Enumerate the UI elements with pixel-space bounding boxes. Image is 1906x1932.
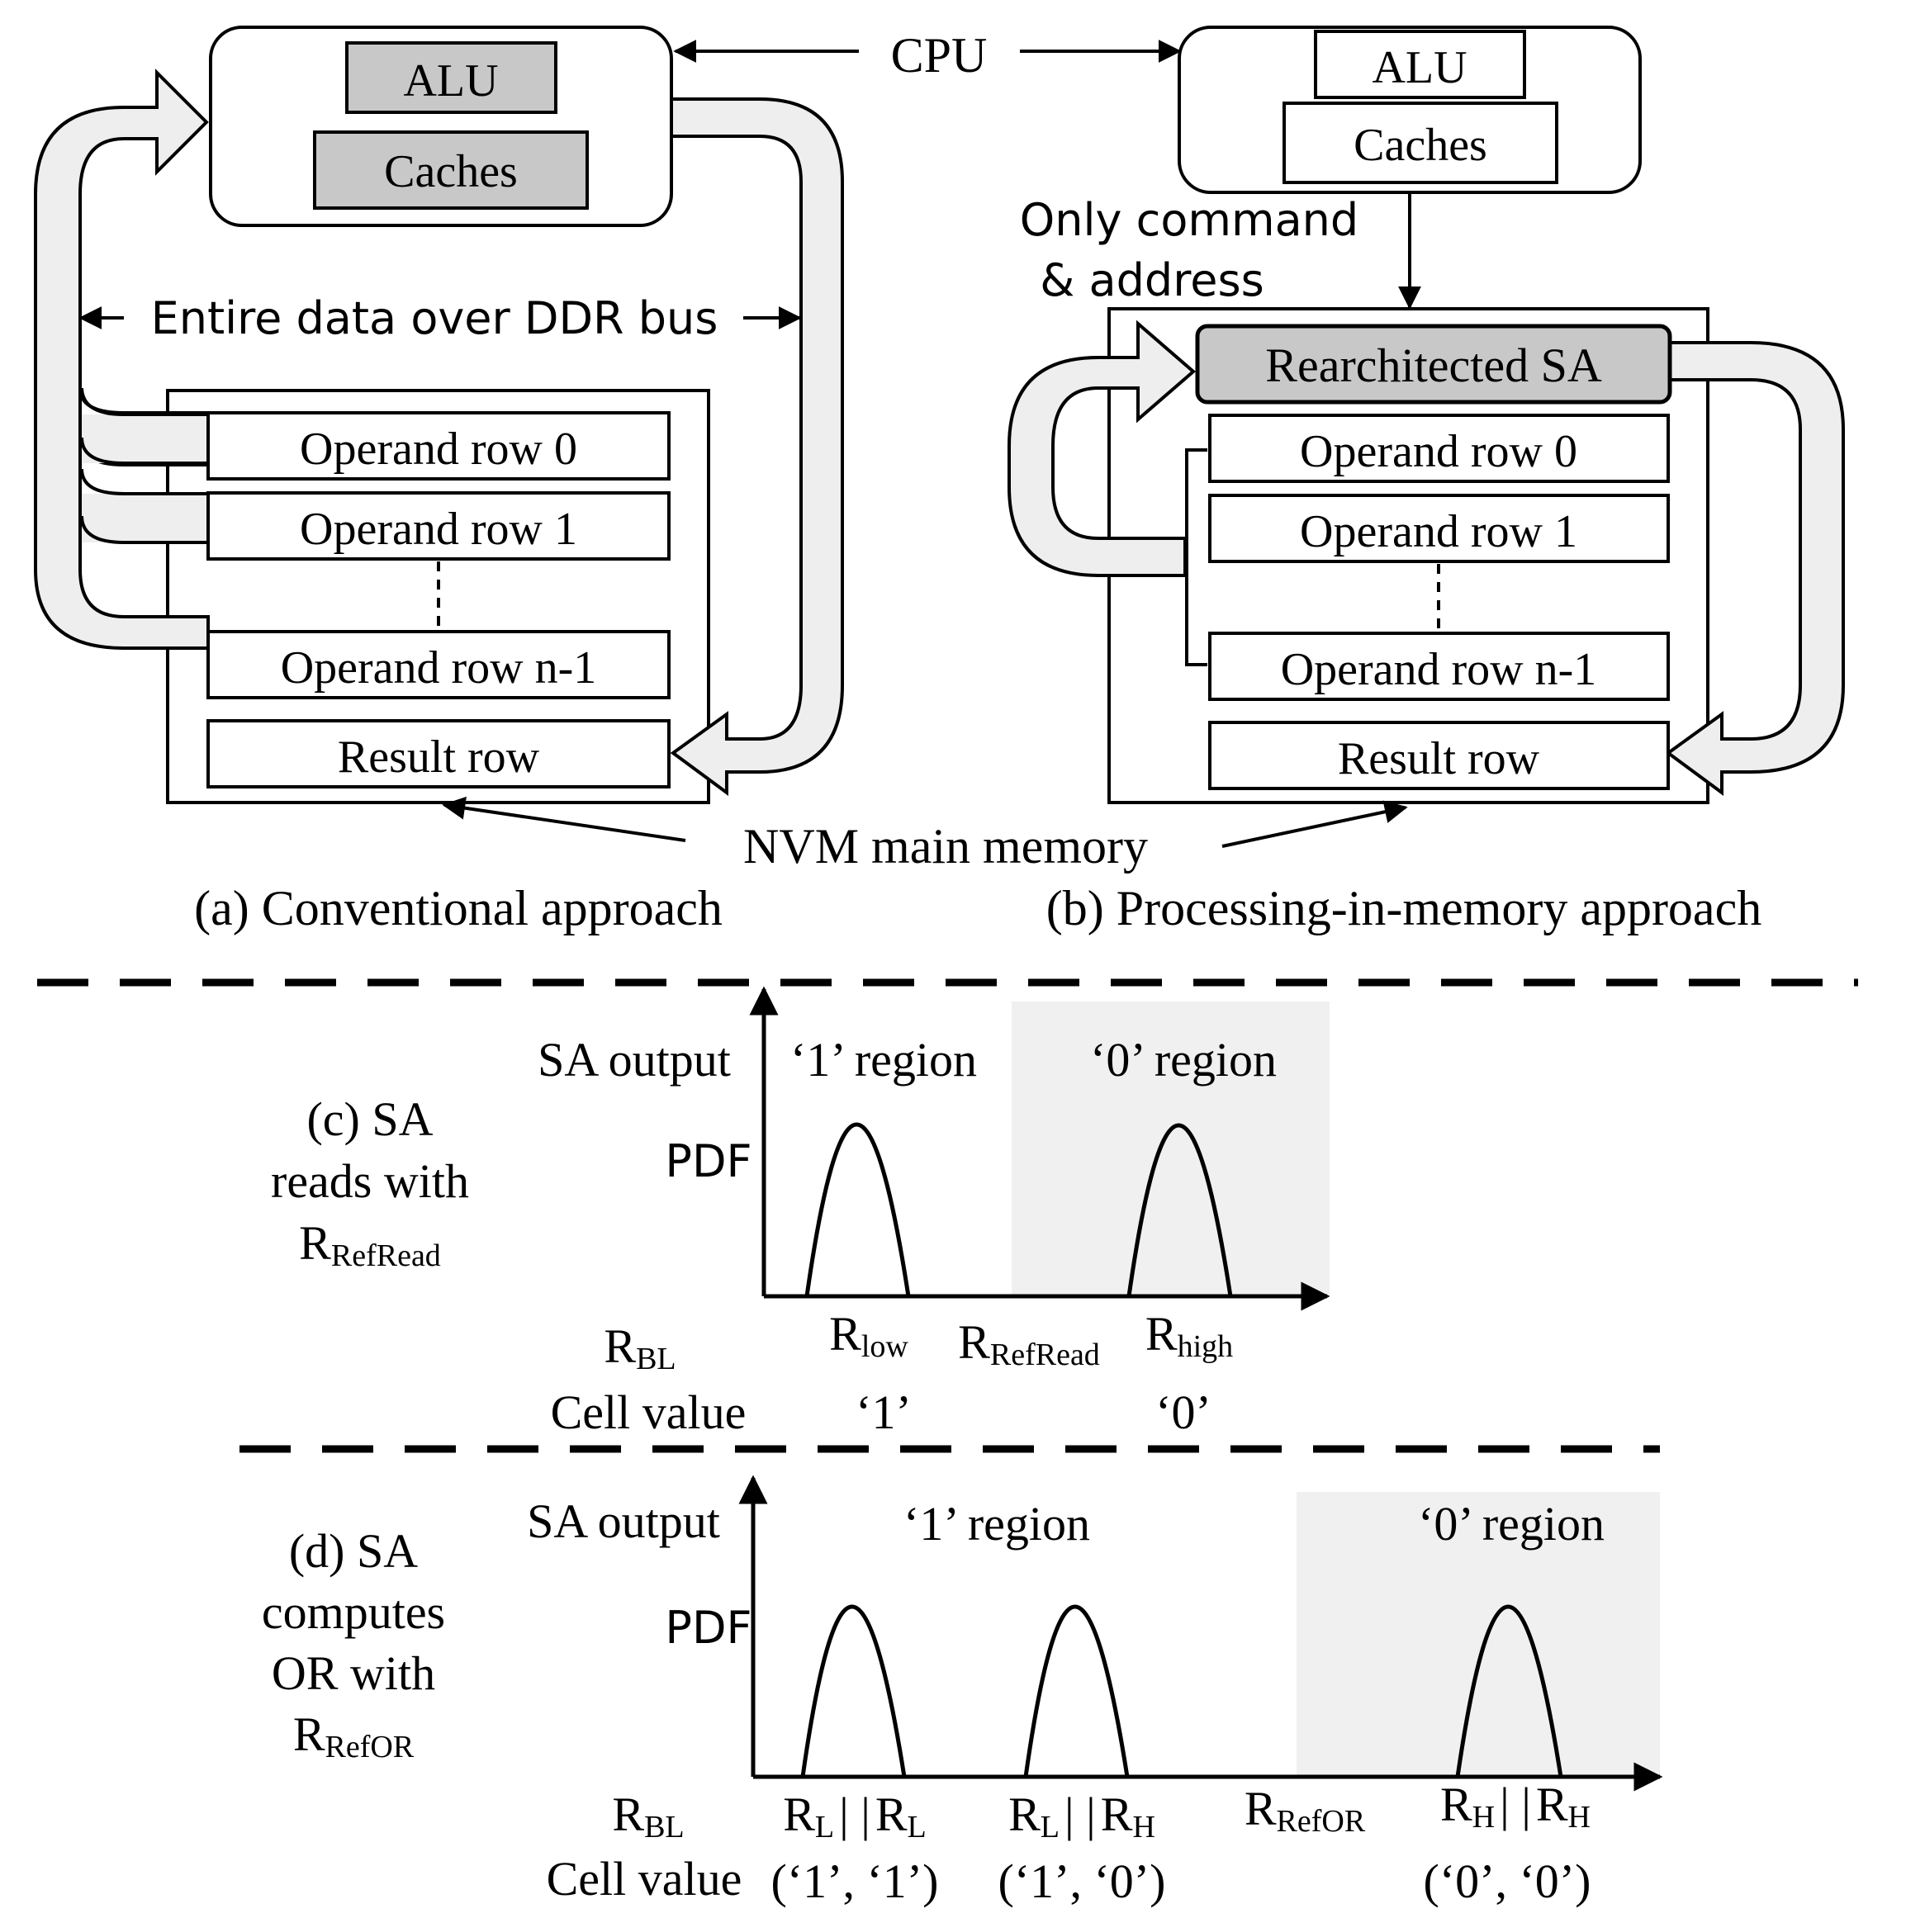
cell-value-label-c: Cell value xyxy=(551,1385,747,1439)
one-region-label-d: ‘1’ region xyxy=(903,1497,1090,1551)
caption-a: (a) Conventional approach xyxy=(194,881,723,935)
branch-row0-fill xyxy=(82,414,207,463)
pdf-curve-hh-d xyxy=(1455,1604,1563,1778)
operand-row-1-label-b: Operand row 1 xyxy=(1300,506,1577,557)
operand-row-1-a xyxy=(206,491,671,561)
operand-row-n1-a xyxy=(206,630,671,699)
caches-box-b xyxy=(1283,102,1558,184)
caption-c-line3: RRefRead xyxy=(299,1216,441,1273)
tick-rhigh-c: Rhigh xyxy=(1145,1307,1233,1364)
cpu-label: CPU xyxy=(891,28,988,83)
tick-rrefor-d: RRefOR xyxy=(1245,1782,1366,1839)
tick-rh-rh-d: RH| |RH xyxy=(1440,1778,1591,1835)
tick-rrefread-c: RRefRead xyxy=(958,1315,1100,1372)
alu-box-a xyxy=(345,41,557,114)
panel-b: ALU Caches Only command & address Rearch… xyxy=(1008,26,1845,935)
operand-row-0-a xyxy=(206,411,671,481)
rbl-label-c: RBL xyxy=(604,1319,676,1376)
caches-box-a xyxy=(313,130,589,210)
operand-row-0-b xyxy=(1208,414,1670,483)
command-label-line2: & address xyxy=(1040,254,1264,306)
cell-value-0-c: ‘0’ xyxy=(1155,1385,1211,1439)
command-label-line1: Only command xyxy=(1020,194,1358,246)
sa-output-label-c: SA output xyxy=(538,1033,731,1087)
caption-b: (b) Processing-in-memory approach xyxy=(1046,881,1761,935)
pdf-label-d: PDF xyxy=(665,1602,751,1654)
pdf-curve-lh-d xyxy=(1023,1604,1130,1778)
operand-row-1-b xyxy=(1208,494,1670,563)
pim-loop-arrow-left xyxy=(1008,320,1197,577)
panel-c: SA output ‘1’ region ‘0’ region PDF (c) … xyxy=(271,986,1330,1439)
result-row-a xyxy=(206,719,671,788)
alu-label-a: ALU xyxy=(403,55,498,107)
caption-c-line1: (c) SA xyxy=(306,1092,433,1146)
operand-row-1-label-a: Operand row 1 xyxy=(300,504,577,555)
cell-value-1-c: ‘1’ xyxy=(856,1385,912,1439)
operand-row-n1-label-b: Operand row n-1 xyxy=(1281,644,1597,695)
data-flow-arrow-left xyxy=(34,69,210,650)
caches-label-b: Caches xyxy=(1354,120,1487,171)
operand-row-n1-b xyxy=(1208,632,1670,701)
caption-d-line3: OR with xyxy=(272,1646,435,1700)
caption-d-line1: (d) SA xyxy=(289,1524,418,1578)
caches-label-a: Caches xyxy=(384,146,518,197)
panel-d: SA output ‘1’ region ‘0’ region PDF (d) … xyxy=(262,1475,1663,1908)
cell-value-label-d: Cell value xyxy=(547,1852,742,1906)
pdf-curve-high-c xyxy=(1126,1123,1233,1297)
bus-label: Entire data over DDR bus xyxy=(151,292,718,344)
rbl-label-d: RBL xyxy=(612,1788,684,1844)
panel-a: ALU Caches Operand row 0 Operand row 1 O… xyxy=(34,26,844,935)
memory-arrow-left xyxy=(442,796,686,842)
branch-row1-fill xyxy=(82,494,207,542)
memory-arrow-right xyxy=(1221,800,1408,848)
zero-region-shade-c xyxy=(1012,1002,1330,1296)
memory-label: NVM main memory xyxy=(743,819,1148,874)
tick-rl-rh-d: RL| |RH xyxy=(1008,1788,1155,1844)
pim-loop-arrow-right xyxy=(1665,341,1845,796)
sa-output-label-d: SA output xyxy=(527,1494,720,1548)
alu-box-b xyxy=(1314,30,1526,99)
caption-c-line2: reads with xyxy=(271,1154,469,1208)
result-row-b xyxy=(1208,721,1670,790)
one-region-label-c: ‘1’ region xyxy=(790,1033,977,1087)
tick-rlow-c: Rlow xyxy=(829,1307,908,1364)
tick-rl-rl-d: RL| |RL xyxy=(783,1788,927,1844)
zero-region-shade-d xyxy=(1297,1492,1660,1777)
operand-row-n1-label-a: Operand row n-1 xyxy=(281,642,597,694)
operand-row-0-label-a: Operand row 0 xyxy=(300,424,577,475)
pdf-label-c: PDF xyxy=(665,1135,751,1187)
rearchitected-sa-box xyxy=(1195,324,1672,405)
zero-region-label-c: ‘0’ region xyxy=(1090,1033,1277,1087)
operand-row-0-label-b: Operand row 0 xyxy=(1300,426,1577,477)
cell-value-11-d: (‘1’, ‘1’) xyxy=(771,1854,939,1908)
result-row-label-a: Result row xyxy=(338,732,540,783)
cell-value-10-d: (‘1’, ‘0’) xyxy=(998,1854,1166,1908)
row-bracket-b xyxy=(1185,448,1207,666)
caption-d-line2: computes xyxy=(262,1585,445,1639)
result-row-label-b: Result row xyxy=(1338,733,1540,784)
pdf-curve-low-c xyxy=(804,1122,911,1297)
data-flow-arrow-right xyxy=(670,97,844,796)
cell-value-00-d: (‘0’, ‘0’) xyxy=(1424,1854,1591,1908)
zero-region-label-d: ‘0’ region xyxy=(1418,1497,1605,1551)
alu-label-b: ALU xyxy=(1372,42,1467,93)
rearchitected-sa-label: Rearchitected SA xyxy=(1265,339,1602,392)
memory-box-a xyxy=(166,389,710,804)
pdf-curve-ll-d xyxy=(800,1604,907,1778)
caption-d-line4: RRefOR xyxy=(293,1707,415,1764)
